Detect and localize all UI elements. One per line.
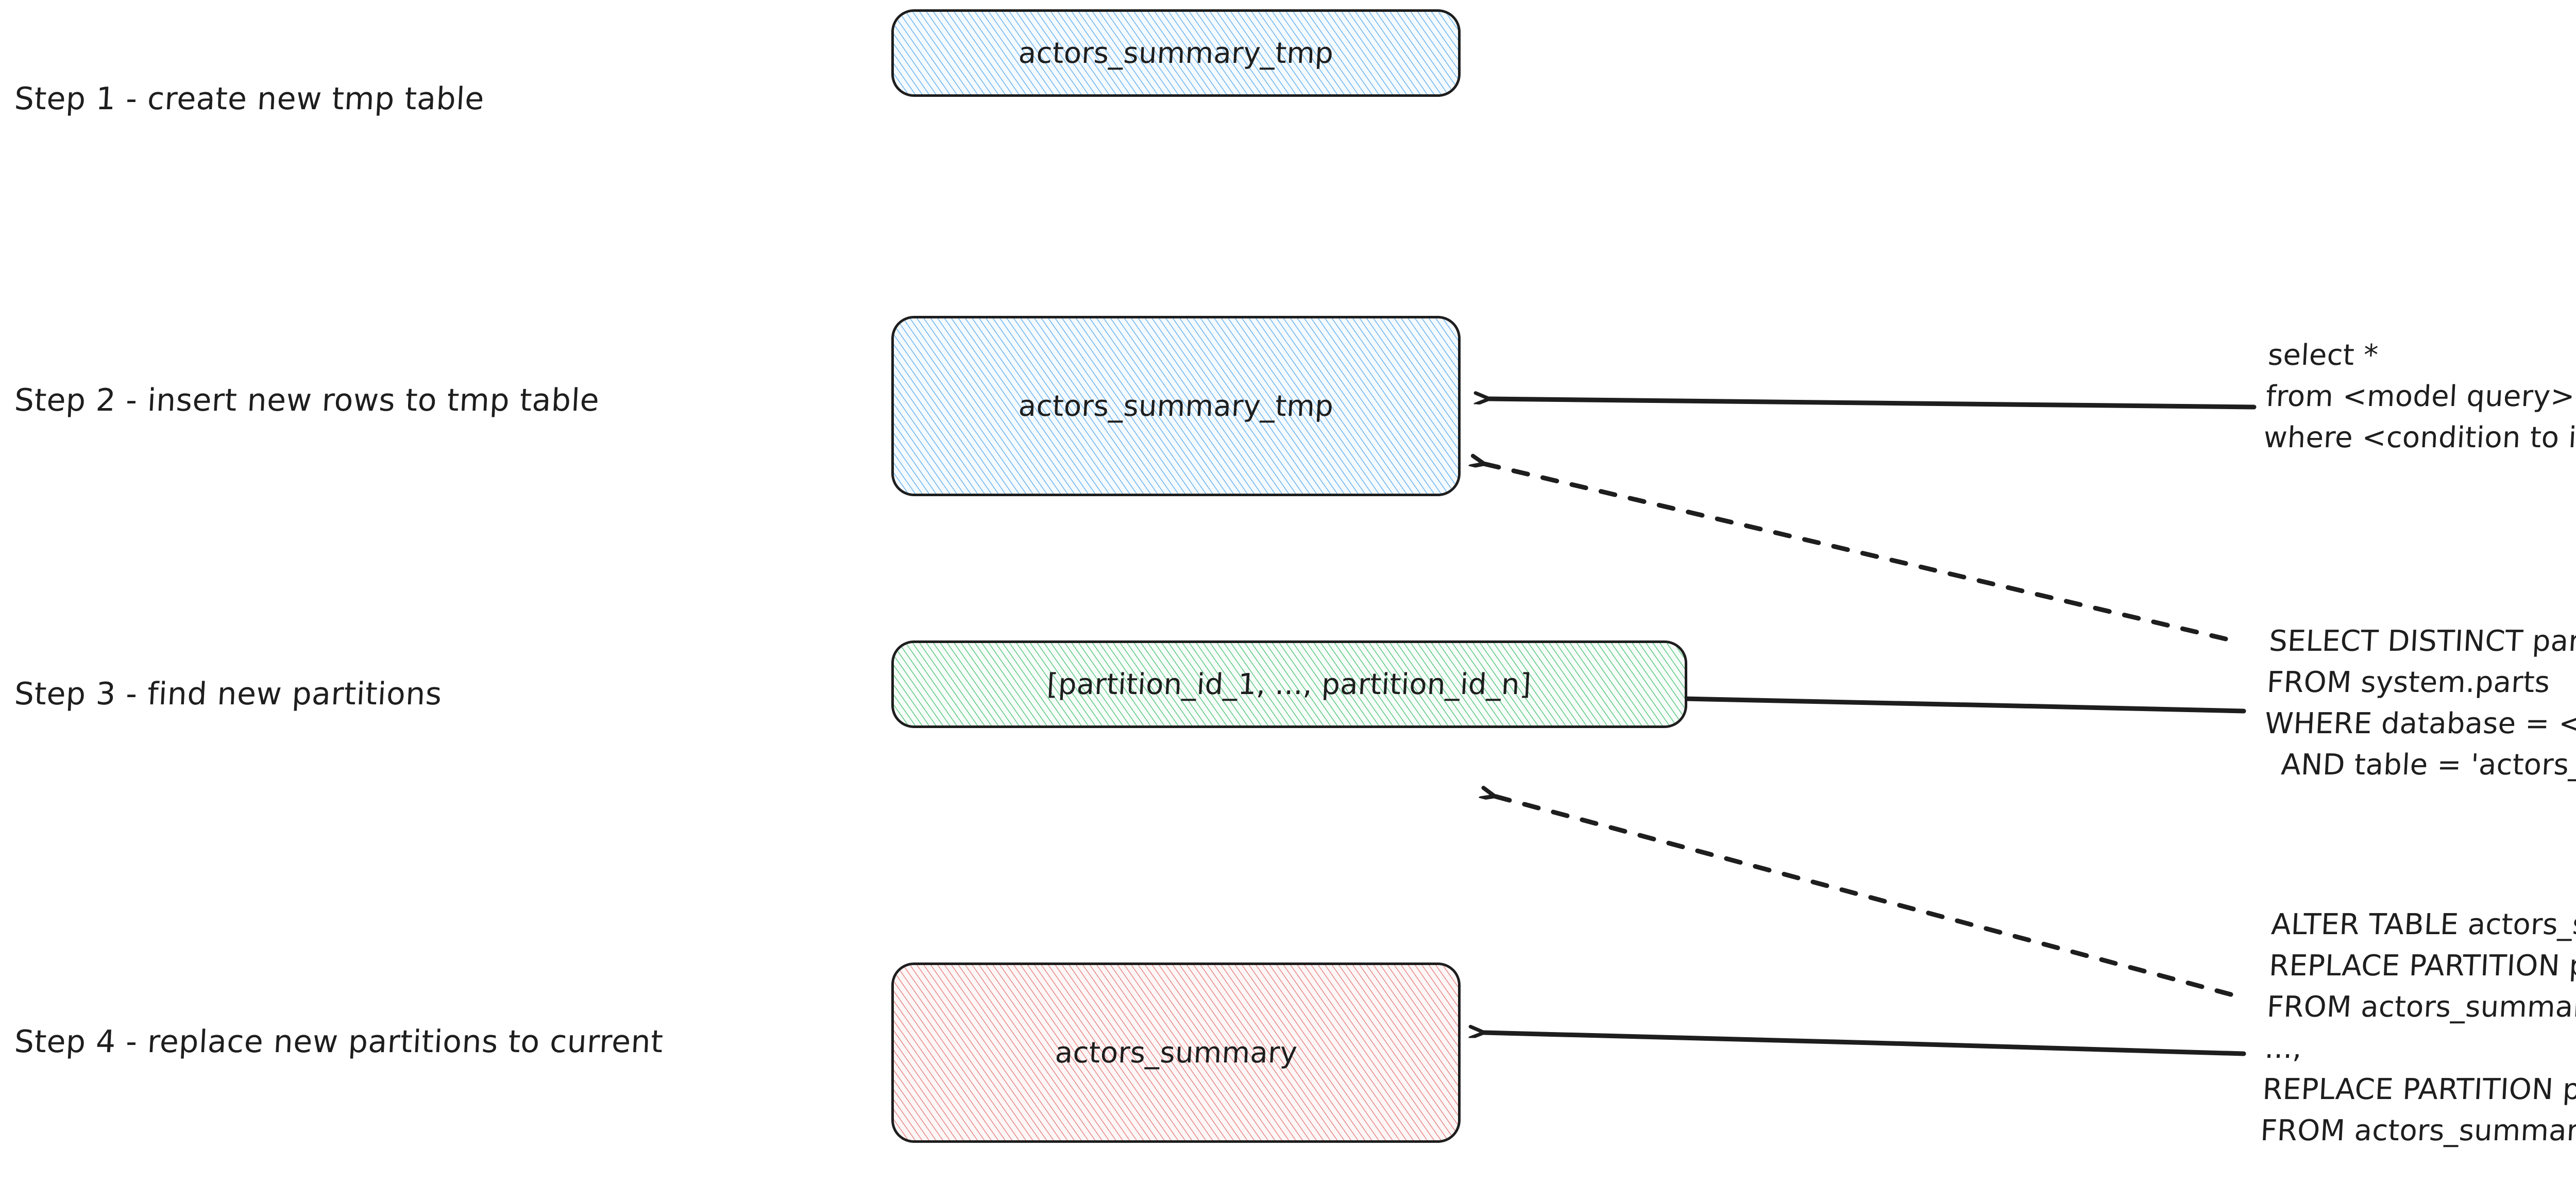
step-2-label: Step 2 - insert new rows to tmp table xyxy=(13,382,601,418)
node-tmp-table-step2[interactable]: actors_summary_tmp xyxy=(891,316,1461,496)
sql-find-partitions-query: SELECT DISTINCT partition_id FROM system… xyxy=(2264,624,2576,782)
node-partitions-list[interactable]: [partition_id_1, ..., partition_id_n] xyxy=(891,640,1687,728)
arrow-insert-query-to-tmp-table xyxy=(1489,399,2257,410)
node-tmp-table-step1[interactable]: actors_summary_tmp xyxy=(891,9,1461,97)
step-1-label: Step 1 - create new tmp table xyxy=(13,81,485,117)
node-label: actors_summary_tmp xyxy=(1018,389,1334,423)
arrow-replace-query-to-actors-summary xyxy=(1484,1033,2246,1056)
node-actors-summary[interactable]: actors_summary xyxy=(891,962,1461,1143)
node-label: [partition_id_1, ..., partition_id_n] xyxy=(1046,667,1533,701)
sql-insert-query: select * from <model query> where <condi… xyxy=(2263,339,2576,455)
arrow-find-query-to-partitions xyxy=(1685,699,2246,714)
arrow-replace-query-to-partitions xyxy=(1494,796,2233,997)
node-label: actors_summary xyxy=(1054,1036,1298,1070)
arrow-find-query-to-tmp-table xyxy=(1484,464,2228,641)
step-4-label: Step 4 - replace new partitions to curre… xyxy=(13,1024,665,1060)
sql-replace-partitions-query: ALTER TABLE actors_summary REPLACE PARTI… xyxy=(2259,908,2576,1148)
node-label: actors_summary_tmp xyxy=(1018,36,1334,70)
step-3-label: Step 3 - find new partitions xyxy=(13,676,443,712)
